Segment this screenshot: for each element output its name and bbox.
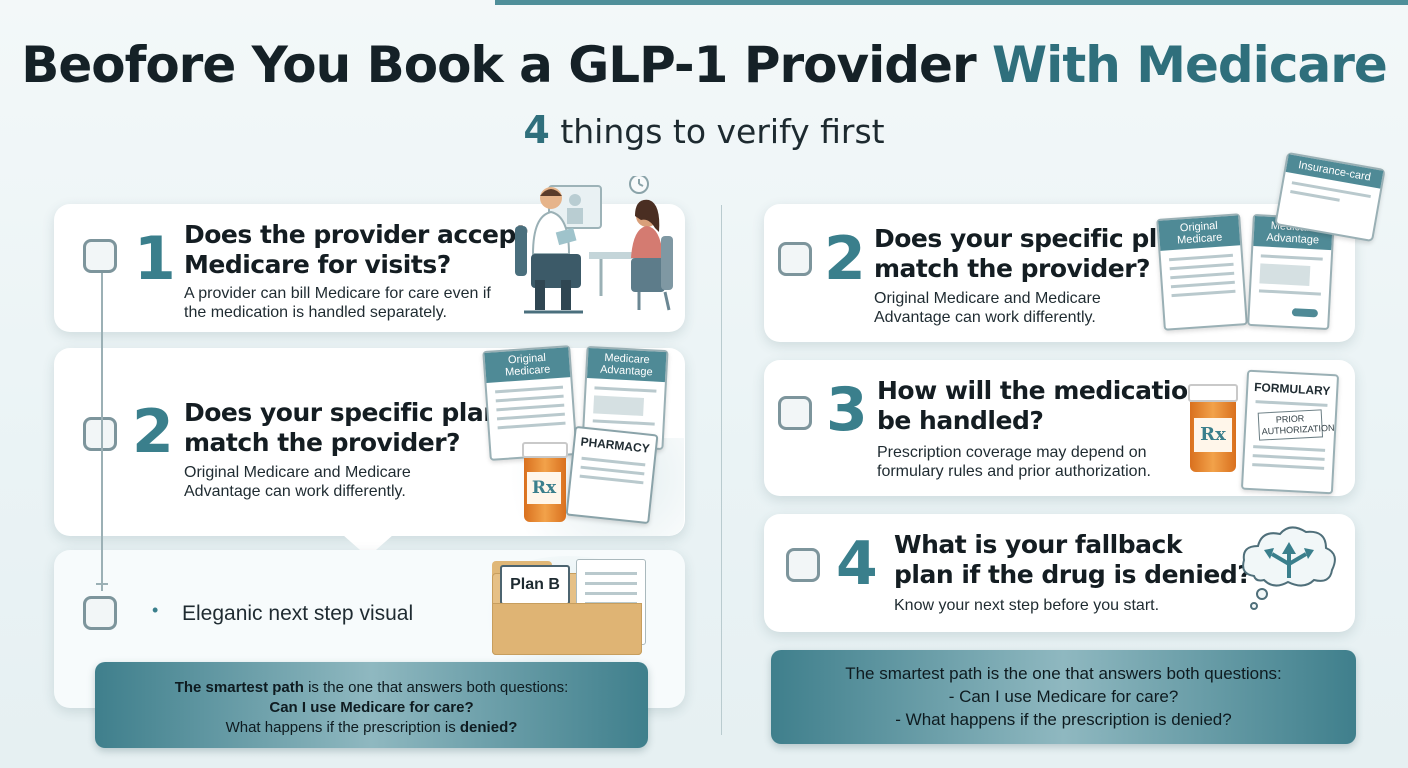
doctor-patient-illustration (515, 176, 673, 314)
column-divider (721, 205, 722, 735)
page-subtitle: 4 things to verify first (0, 108, 1408, 152)
subtitle-number: 4 (523, 108, 550, 152)
folder-icon: Plan B (492, 555, 652, 655)
step-heading: What is your fallback plan if the drug i… (894, 530, 1252, 589)
bullet-dot: • (152, 600, 159, 620)
step-number: 2 (132, 397, 174, 467)
left-card-1: 1 Does the provider accept Medicare for … (54, 176, 685, 332)
step-description: Know your next step before you start. (894, 597, 1160, 614)
right-card-3: 3 How will the medication be handled? Pr… (764, 360, 1355, 496)
step-number: 3 (826, 375, 868, 445)
step-heading: Does the provider accept Medicare for vi… (184, 220, 528, 279)
checkbox-left-1[interactable] (83, 239, 117, 273)
plan-b-label: Plan B (500, 565, 570, 605)
right-card-4: 4 What is your fallback plan if the drug… (764, 514, 1355, 632)
checkbox-right-3[interactable] (778, 396, 812, 430)
step-description: Prescription coverage may depend on form… (877, 444, 1151, 480)
page-title: Beofore You Book a GLP-1 Provider With M… (0, 36, 1408, 94)
checkbox-left-3[interactable] (83, 596, 117, 630)
formulary-document: FORMULARY PRIOR AUTHORIZATION (1240, 369, 1340, 495)
right-summary-box: The smartest path is the one that answer… (771, 650, 1356, 744)
title-accent: With Medicare (992, 36, 1388, 94)
checkbox-right-2[interactable] (778, 242, 812, 276)
pill-bottle-icon: Rx (522, 442, 568, 526)
timeline-end (96, 583, 108, 585)
step-description: Original Medicare and Medicare Advantage… (874, 290, 1101, 326)
timeline-line (101, 273, 103, 591)
left-card-2: 2 Does your specific plan match the prov… (54, 345, 685, 536)
subtitle-text: things to verify first (560, 112, 885, 151)
step-heading: Does your specific plan match the provid… (874, 224, 1191, 283)
checkbox-left-2[interactable] (83, 417, 117, 451)
title-main: Beofore You Book a GLP-1 Provider (21, 36, 976, 94)
fork-arrows-cloud-icon (1242, 526, 1336, 610)
step-number: 4 (836, 529, 878, 599)
top-accent-bar (495, 0, 1408, 5)
right-card-2: 2 Does your specific plan match the prov… (764, 204, 1355, 342)
pharmacy-document: PHARMACY (565, 425, 659, 525)
checkbox-right-4[interactable] (786, 548, 820, 582)
left-summary-box: The smartest path is the one that answer… (95, 662, 648, 748)
step-number: 1 (134, 224, 176, 294)
step-number: 2 (824, 224, 866, 294)
step-description: Original Medicare and Medicare Advantage… (184, 464, 411, 500)
step-description: A provider can bill Medicare for care ev… (184, 285, 491, 321)
step-heading: How will the medication be handled? (877, 376, 1205, 435)
pill-bottle-icon: Rx (1188, 384, 1238, 476)
original-medicare-document: Original Medicare (1156, 213, 1248, 331)
next-step-text: Eleganic next step visual (182, 602, 414, 625)
step-heading: Does your specific plan match the provid… (184, 398, 501, 457)
